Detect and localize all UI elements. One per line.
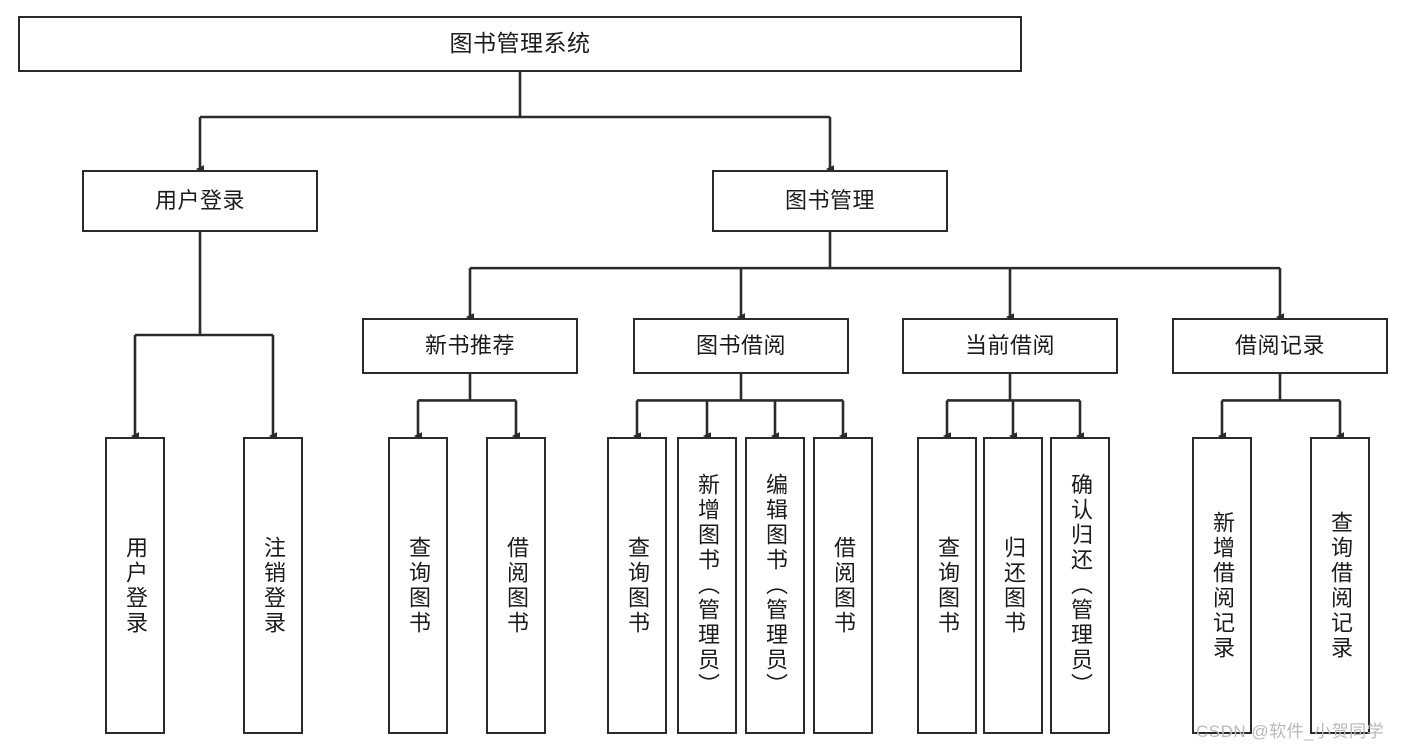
node-label-leaf-edit-book: 编辑图书（管理员） bbox=[763, 473, 788, 698]
node-leaf-query-book-1[interactable]: 查询图书 bbox=[388, 437, 448, 734]
node-leaf-user-login[interactable]: 用户登录 bbox=[105, 437, 165, 734]
node-leaf-logout[interactable]: 注销登录 bbox=[243, 437, 303, 734]
node-leaf-query-book-2[interactable]: 查询图书 bbox=[607, 437, 667, 734]
node-current-borrow[interactable]: 当前借阅 bbox=[902, 318, 1118, 374]
node-label-root: 图书管理系统 bbox=[449, 30, 591, 57]
node-label-leaf-query-record: 查询借阅记录 bbox=[1328, 510, 1353, 661]
node-label-leaf-add-book: 新增图书（管理员） bbox=[695, 473, 720, 698]
node-leaf-query-book-3[interactable]: 查询图书 bbox=[917, 437, 977, 734]
node-label-new-book-rec: 新书推荐 bbox=[424, 333, 515, 359]
node-label-leaf-borrow-book-1: 借阅图书 bbox=[504, 535, 529, 636]
node-book-manage[interactable]: 图书管理 bbox=[712, 170, 948, 232]
node-label-user-login: 用户登录 bbox=[154, 188, 245, 214]
node-label-book-borrow: 图书借阅 bbox=[695, 333, 786, 359]
node-label-leaf-confirm-return: 确认归还（管理员） bbox=[1068, 473, 1093, 698]
node-label-borrow-record: 借阅记录 bbox=[1234, 333, 1325, 359]
node-leaf-borrow-book-2[interactable]: 借阅图书 bbox=[813, 437, 873, 734]
node-label-leaf-query-book-2: 查询图书 bbox=[625, 535, 650, 636]
node-label-leaf-query-book-3: 查询图书 bbox=[935, 535, 960, 636]
node-label-leaf-logout: 注销登录 bbox=[261, 535, 286, 636]
node-leaf-add-book[interactable]: 新增图书（管理员） bbox=[677, 437, 737, 734]
node-label-current-borrow: 当前借阅 bbox=[964, 333, 1055, 359]
node-user-login[interactable]: 用户登录 bbox=[82, 170, 318, 232]
node-leaf-return-book[interactable]: 归还图书 bbox=[983, 437, 1043, 734]
node-leaf-query-record[interactable]: 查询借阅记录 bbox=[1310, 437, 1370, 734]
node-label-leaf-add-record: 新增借阅记录 bbox=[1210, 510, 1235, 661]
node-new-book-rec[interactable]: 新书推荐 bbox=[362, 318, 578, 374]
node-label-leaf-user-login: 用户登录 bbox=[123, 535, 148, 636]
node-leaf-confirm-return[interactable]: 确认归还（管理员） bbox=[1050, 437, 1110, 734]
connector-group bbox=[130, 72, 1345, 440]
node-book-borrow[interactable]: 图书借阅 bbox=[633, 318, 849, 374]
node-label-leaf-return-book: 归还图书 bbox=[1001, 535, 1026, 636]
node-label-book-manage: 图书管理 bbox=[784, 188, 875, 214]
node-leaf-add-record[interactable]: 新增借阅记录 bbox=[1192, 437, 1252, 734]
node-root[interactable]: 图书管理系统 bbox=[18, 16, 1022, 72]
node-label-leaf-query-book-1: 查询图书 bbox=[406, 535, 431, 636]
node-borrow-record[interactable]: 借阅记录 bbox=[1172, 318, 1388, 374]
node-label-leaf-borrow-book-2: 借阅图书 bbox=[831, 535, 856, 636]
node-leaf-borrow-book-1[interactable]: 借阅图书 bbox=[486, 437, 546, 734]
node-leaf-edit-book[interactable]: 编辑图书（管理员） bbox=[745, 437, 805, 734]
